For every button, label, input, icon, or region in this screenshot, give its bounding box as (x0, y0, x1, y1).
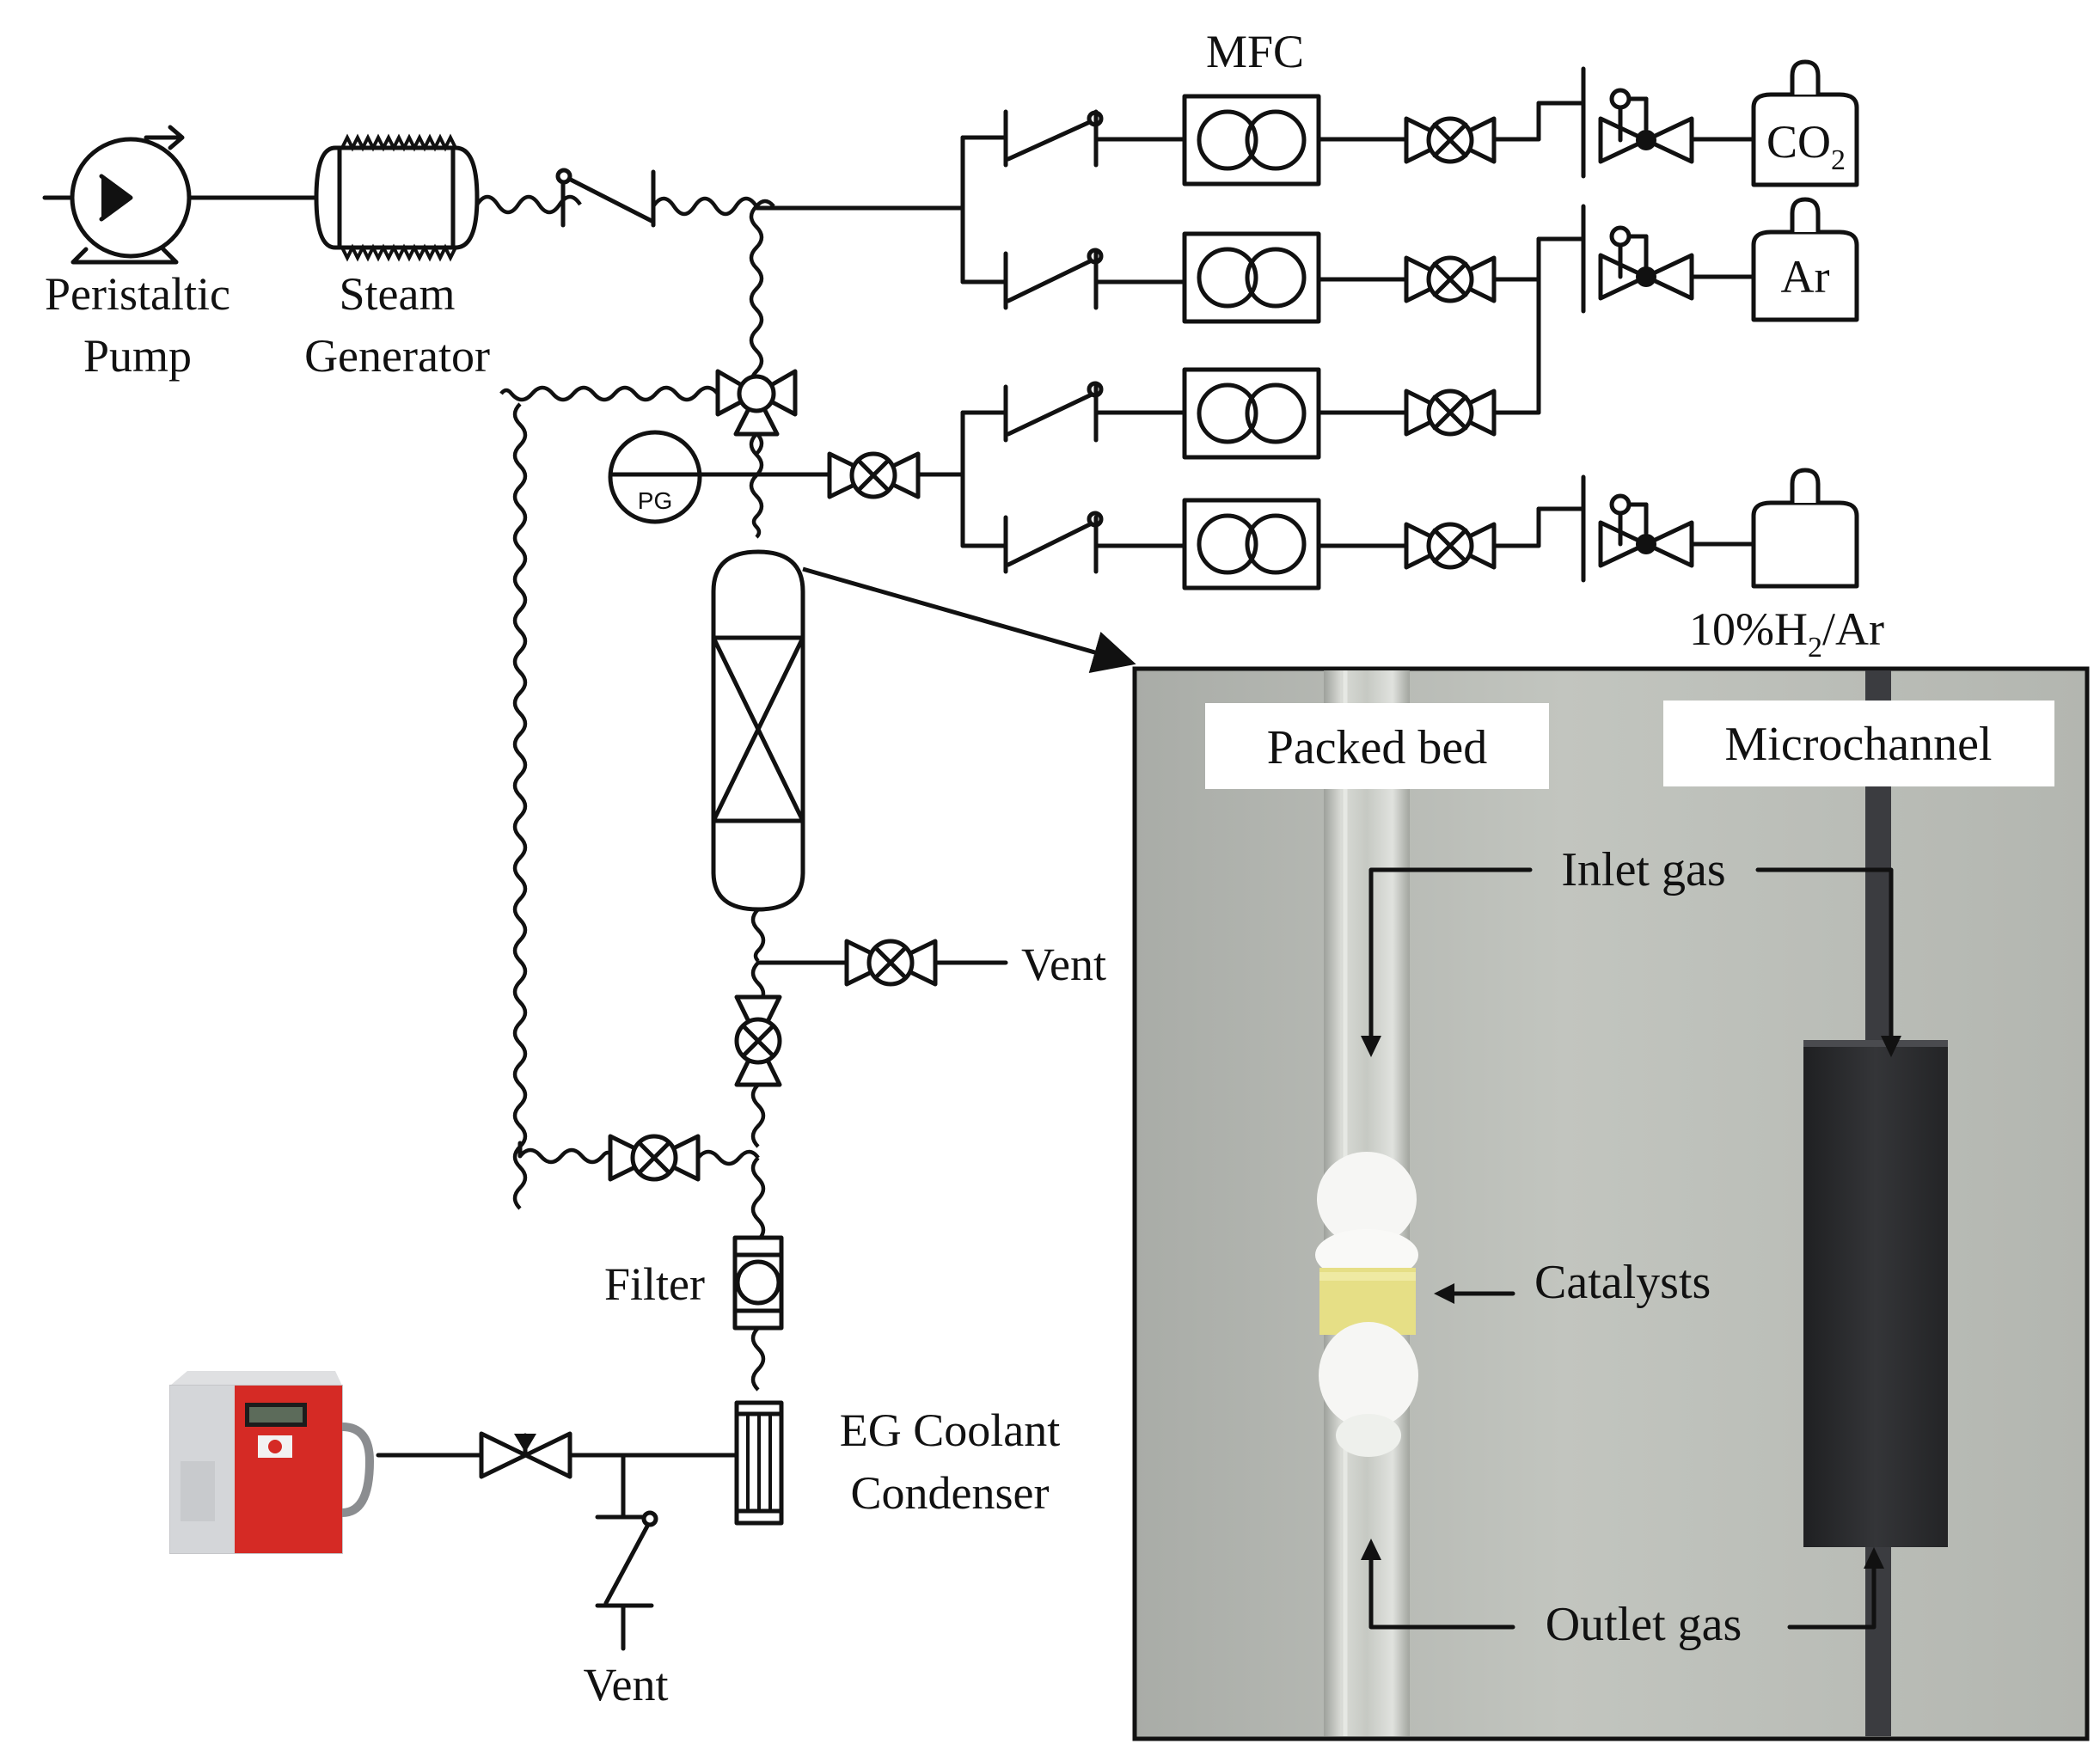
peristaltic-pump (42, 125, 321, 265)
mfc-label: MFC (1206, 26, 1304, 77)
condenser-label-line1: EG Coolant (840, 1404, 1060, 1456)
microchannel-block (1803, 1040, 1948, 1547)
chiller-valve (479, 1431, 572, 1479)
pump-label-line2: Pump (83, 330, 192, 382)
condenser (734, 1400, 784, 1526)
outlet-gas-label: Outlet gas (1546, 1598, 1742, 1651)
gas-cylinder-ar (1751, 197, 1859, 322)
microchannel-label: Microchannel (1725, 718, 1993, 771)
mfc-row-ar-2 (960, 367, 1497, 460)
regulator-valve-1 (1598, 88, 1694, 164)
gas-cylinder-h2 (1751, 468, 1859, 589)
main-valve-vertical (734, 994, 782, 1087)
pg-label: PG (638, 487, 672, 514)
mfc-3 (1182, 367, 1321, 460)
mfc-row-co2 (960, 59, 1859, 187)
packed-bed-label: Packed bed (1267, 721, 1488, 774)
filter (732, 1235, 784, 1331)
pump-arrow-icon (101, 176, 131, 219)
steam-label-line2: Generator (304, 330, 490, 382)
condenser-label-line2: Condenser (851, 1467, 1050, 1519)
callout-arrow (802, 566, 1136, 674)
check-valve-steam (555, 168, 656, 228)
pump-label-line1: Peristaltic (45, 268, 230, 320)
gas-label-ar: Ar (1781, 251, 1830, 303)
steam-label-line1: Steam (340, 268, 456, 320)
mfc-row-h2 (960, 468, 1859, 590)
cotton-top (1317, 1152, 1417, 1246)
regulator-valve-2 (1598, 225, 1694, 301)
filter-label: Filter (604, 1258, 705, 1310)
gas-label-h2: 10%H2/Ar (1689, 603, 1884, 664)
mfc-2 (1182, 231, 1321, 324)
three-way-valve (715, 369, 798, 437)
gas-cylinder-co2 (1751, 59, 1859, 187)
pressure-gauge (608, 430, 759, 524)
photo-inset (1132, 666, 2090, 1741)
vent-label-top: Vent (1021, 939, 1106, 990)
cotton-bottom (1319, 1322, 1418, 1429)
mfc-1 (1182, 94, 1321, 187)
steam-generator (314, 133, 480, 262)
catalysts-label: Catalysts (1534, 1256, 1711, 1309)
mfc-row-ar (960, 197, 1859, 324)
chiller-unit-picture (169, 1371, 375, 1554)
vent-label-bottom: Vent (584, 1659, 669, 1710)
regulator-valve-4 (1598, 493, 1694, 568)
reactor-vessel (711, 549, 805, 912)
inlet-gas-label: Inlet gas (1561, 843, 1725, 896)
mfc-4 (1182, 498, 1321, 590)
gas-label-co2: CO2 (1766, 116, 1846, 176)
